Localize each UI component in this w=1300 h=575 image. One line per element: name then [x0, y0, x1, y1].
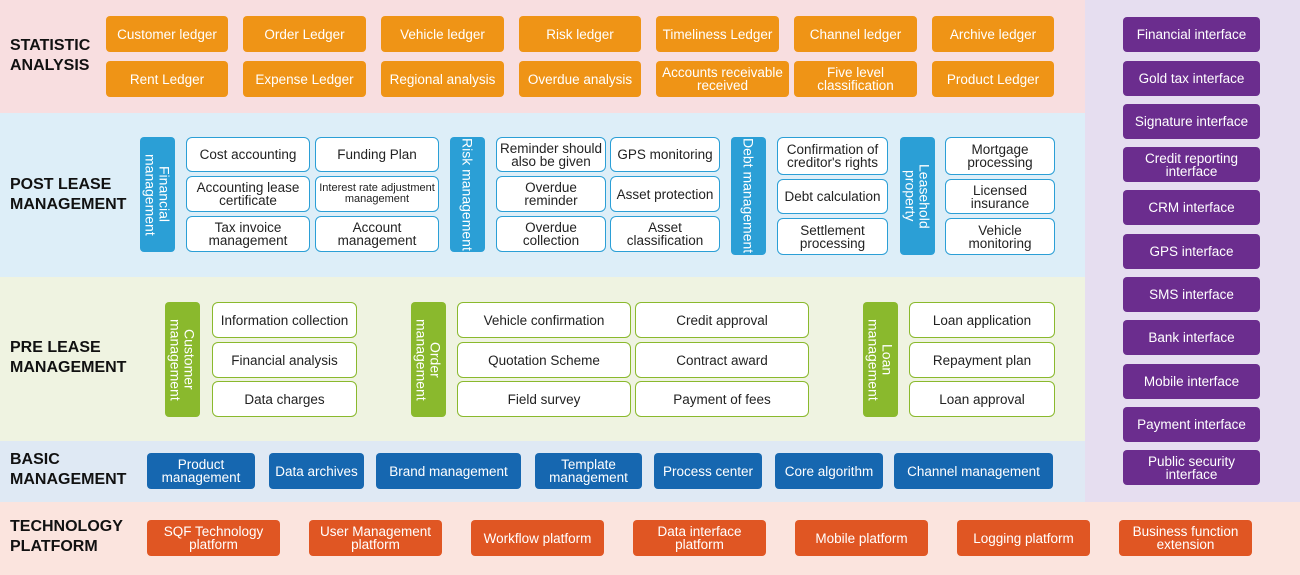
- gps-monitoring[interactable]: GPS monitoring: [610, 137, 720, 172]
- vehicle-confirmation[interactable]: Vehicle confirmation: [457, 302, 631, 338]
- order-management-header: Order management: [411, 302, 446, 417]
- stat-expense-ledger[interactable]: Expense Ledger: [243, 61, 366, 97]
- bank-interface[interactable]: Bank interface: [1123, 320, 1260, 355]
- debt-management-header: Debt management: [731, 137, 766, 255]
- workflow-platform[interactable]: Workflow platform: [471, 520, 604, 556]
- payment-interface[interactable]: Payment interface: [1123, 407, 1260, 442]
- debt-calculation[interactable]: Debt calculation: [777, 179, 888, 214]
- signature-interface[interactable]: Signature interface: [1123, 104, 1260, 139]
- crm-interface[interactable]: CRM interface: [1123, 190, 1260, 225]
- public-security-interface[interactable]: Public security interface: [1123, 450, 1260, 485]
- financial-management-header: Financial management: [140, 137, 175, 252]
- financial-analysis[interactable]: Financial analysis: [212, 342, 357, 378]
- stat-channel-ledger[interactable]: Channel ledger: [794, 16, 917, 52]
- stat-archive-ledger[interactable]: Archive ledger: [932, 16, 1054, 52]
- credit-approval[interactable]: Credit approval: [635, 302, 809, 338]
- sms-interface[interactable]: SMS interface: [1123, 277, 1260, 312]
- stat-rent-ledger[interactable]: Rent Ledger: [106, 61, 228, 97]
- settlement-processing[interactable]: Settlement processing: [777, 218, 888, 255]
- confirmation-creditors-rights[interactable]: Confirmation of creditor's rights: [777, 137, 888, 175]
- logging-platform[interactable]: Logging platform: [957, 520, 1090, 556]
- data-interface-platform[interactable]: Data interface platform: [633, 520, 766, 556]
- loan-management-header: Loan management: [863, 302, 898, 417]
- asset-classification[interactable]: Asset classification: [610, 216, 720, 252]
- tax-invoice-management[interactable]: Tax invoice management: [186, 216, 310, 252]
- product-management[interactable]: Product management: [147, 453, 255, 489]
- core-algorithm[interactable]: Core algorithm: [775, 453, 883, 489]
- gps-interface[interactable]: GPS interface: [1123, 234, 1260, 269]
- business-function-extension[interactable]: Business function extension: [1119, 520, 1252, 556]
- loan-approval[interactable]: Loan approval: [909, 381, 1055, 417]
- mortgage-processing[interactable]: Mortgage processing: [945, 137, 1055, 175]
- field-survey[interactable]: Field survey: [457, 381, 631, 417]
- risk-management-header: Risk management: [450, 137, 485, 252]
- quotation-scheme[interactable]: Quotation Scheme: [457, 342, 631, 378]
- process-center[interactable]: Process center: [654, 453, 762, 489]
- gold-tax-interface[interactable]: Gold tax interface: [1123, 61, 1260, 96]
- stat-order-ledger[interactable]: Order Ledger: [243, 16, 366, 52]
- stat-accounts-receivable[interactable]: Accounts receivable received: [656, 61, 789, 97]
- credit-reporting-interface[interactable]: Credit reporting interface: [1123, 147, 1260, 182]
- mobile-interface[interactable]: Mobile interface: [1123, 364, 1260, 399]
- template-management[interactable]: Template management: [535, 453, 642, 489]
- channel-management[interactable]: Channel management: [894, 453, 1053, 489]
- leasehold-property-header: Leasehold property: [900, 137, 935, 255]
- information-collection[interactable]: Information collection: [212, 302, 357, 338]
- vehicle-monitoring[interactable]: Vehicle monitoring: [945, 218, 1055, 255]
- stat-customer-ledger[interactable]: Customer ledger: [106, 16, 228, 52]
- asset-protection[interactable]: Asset protection: [610, 176, 720, 212]
- user-management-platform[interactable]: User Management platform: [309, 520, 442, 556]
- cost-accounting[interactable]: Cost accounting: [186, 137, 310, 172]
- sqf-technology-platform[interactable]: SQF Technology platform: [147, 520, 280, 556]
- reminder-given[interactable]: Reminder should also be given: [496, 137, 606, 172]
- financial-interface[interactable]: Financial interface: [1123, 17, 1260, 52]
- repayment-plan[interactable]: Repayment plan: [909, 342, 1055, 378]
- data-charges[interactable]: Data charges: [212, 381, 357, 417]
- customer-management-header: Customer management: [165, 302, 200, 417]
- loan-application[interactable]: Loan application: [909, 302, 1055, 338]
- stat-timeliness-ledger[interactable]: Timeliness Ledger: [656, 16, 779, 52]
- account-management[interactable]: Account management: [315, 216, 439, 252]
- stat-five-level-classification[interactable]: Five level classification: [794, 61, 917, 97]
- mobile-platform[interactable]: Mobile platform: [795, 520, 928, 556]
- brand-management[interactable]: Brand management: [376, 453, 521, 489]
- overdue-collection[interactable]: Overdue collection: [496, 216, 606, 252]
- licensed-insurance[interactable]: Licensed insurance: [945, 179, 1055, 214]
- overdue-reminder[interactable]: Overdue reminder: [496, 176, 606, 212]
- stat-risk-ledger[interactable]: Risk ledger: [519, 16, 641, 52]
- contract-award[interactable]: Contract award: [635, 342, 809, 378]
- data-archives[interactable]: Data archives: [269, 453, 364, 489]
- stat-vehicle-ledger[interactable]: Vehicle ledger: [381, 16, 504, 52]
- accounting-lease-certificate[interactable]: Accounting lease certificate: [186, 176, 310, 212]
- interest-rate-adjustment[interactable]: Interest rate adjustment management: [315, 176, 439, 212]
- stat-product-ledger[interactable]: Product Ledger: [932, 61, 1054, 97]
- payment-of-fees[interactable]: Payment of fees: [635, 381, 809, 417]
- stat-overdue-analysis[interactable]: Overdue analysis: [519, 61, 641, 97]
- funding-plan[interactable]: Funding Plan: [315, 137, 439, 172]
- stat-regional-analysis[interactable]: Regional analysis: [381, 61, 504, 97]
